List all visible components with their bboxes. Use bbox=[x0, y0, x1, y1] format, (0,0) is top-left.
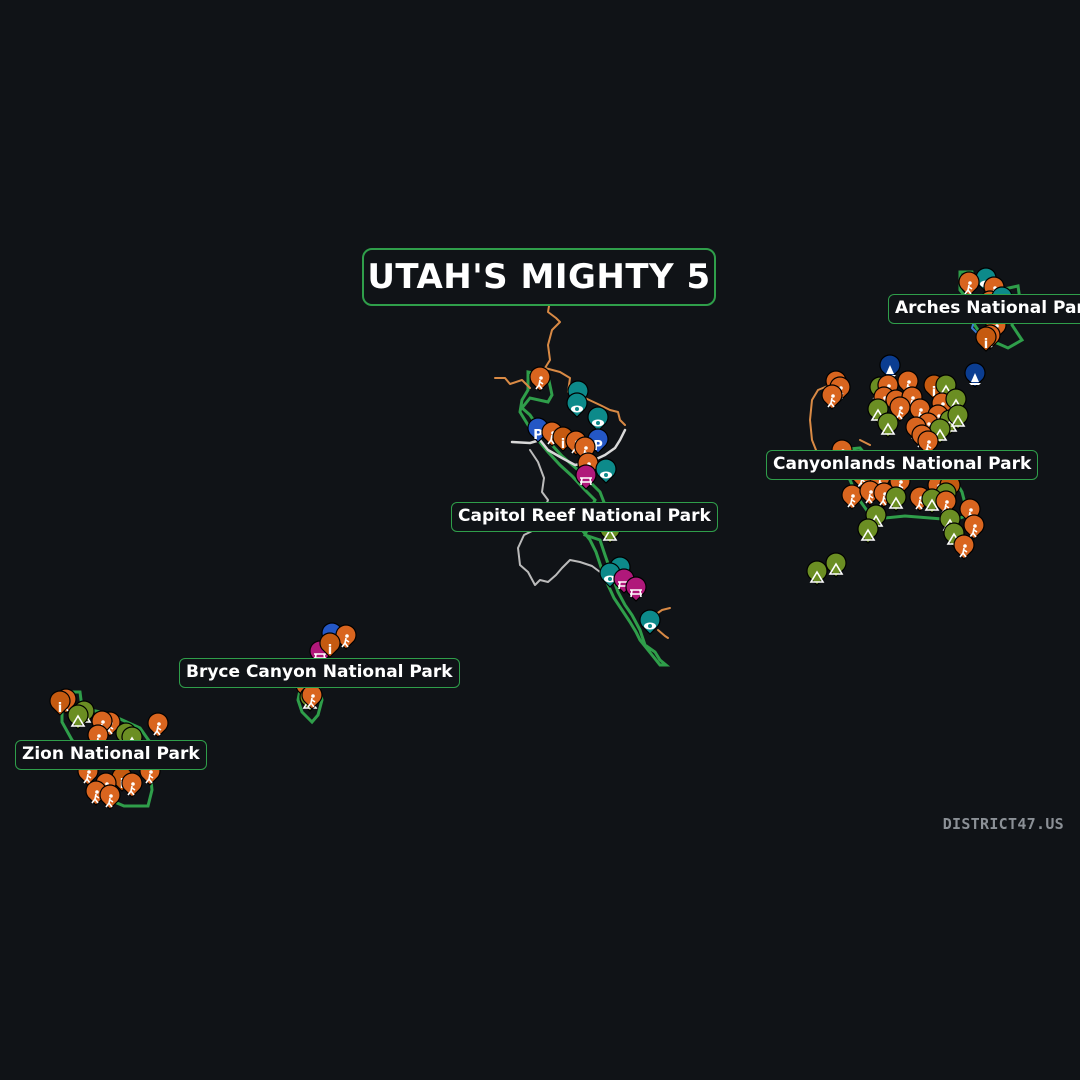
hiker-icon[interactable] bbox=[953, 534, 975, 560]
trail-capitol-south2 bbox=[657, 629, 669, 639]
hiker-icon[interactable] bbox=[821, 384, 843, 410]
viewpoint-icon[interactable] bbox=[587, 406, 609, 432]
trail-canyonlands-east bbox=[859, 439, 871, 446]
poi-markers: iiiPiPPiii bbox=[49, 267, 1013, 810]
capitol-reef-boundary bbox=[518, 370, 671, 667]
trail-north bbox=[539, 297, 626, 426]
boat-launch-icon[interactable] bbox=[964, 362, 986, 388]
credit-watermark: DISTRICT47.US bbox=[942, 815, 1064, 833]
map-title: UTAH'S MIGHTY 5 bbox=[362, 248, 716, 306]
picnic-icon[interactable] bbox=[625, 576, 647, 602]
hiker-icon[interactable] bbox=[335, 624, 357, 650]
svg-text:i: i bbox=[58, 701, 62, 716]
label-arches[interactable]: Arches National Park bbox=[888, 294, 1080, 324]
hiker-icon[interactable] bbox=[963, 514, 985, 540]
hiker-icon[interactable] bbox=[529, 366, 551, 392]
hiker-icon[interactable] bbox=[121, 772, 143, 798]
info-icon[interactable]: i bbox=[319, 632, 341, 658]
svg-text:P: P bbox=[533, 428, 543, 443]
hiker-icon[interactable] bbox=[958, 271, 980, 297]
hiker-icon[interactable] bbox=[859, 480, 881, 506]
campground-icon[interactable] bbox=[857, 518, 879, 544]
viewpoint-icon[interactable] bbox=[639, 609, 661, 635]
park-boundaries bbox=[60, 270, 1025, 808]
label-zion[interactable]: Zion National Park bbox=[15, 740, 207, 770]
hiker-icon[interactable] bbox=[99, 784, 121, 810]
campground-icon[interactable] bbox=[67, 704, 89, 730]
svg-text:i: i bbox=[561, 437, 565, 452]
hiker-icon[interactable] bbox=[841, 484, 863, 510]
viewpoint-icon[interactable] bbox=[595, 458, 617, 484]
svg-text:i: i bbox=[328, 643, 332, 658]
campground-icon[interactable] bbox=[825, 552, 847, 578]
label-capitol-reef[interactable]: Capitol Reef National Park bbox=[451, 502, 718, 532]
svg-text:i: i bbox=[984, 337, 988, 352]
viewpoint-icon[interactable] bbox=[566, 392, 588, 418]
boat-launch-icon[interactable] bbox=[879, 354, 901, 380]
campground-icon[interactable] bbox=[877, 412, 899, 438]
picnic-icon[interactable] bbox=[575, 464, 597, 490]
label-canyonlands[interactable]: Canyonlands National Park bbox=[766, 450, 1039, 480]
hiker-icon[interactable] bbox=[147, 712, 169, 738]
scenic-road bbox=[517, 449, 607, 586]
hiker-icon[interactable] bbox=[889, 396, 911, 422]
trail-west bbox=[494, 377, 531, 389]
label-bryce-canyon[interactable]: Bryce Canyon National Park bbox=[179, 658, 460, 688]
campground-icon[interactable] bbox=[885, 486, 907, 512]
svg-text:P: P bbox=[593, 439, 603, 454]
campground-icon[interactable] bbox=[947, 404, 969, 430]
info-icon[interactable]: i bbox=[49, 690, 71, 716]
campground-icon[interactable] bbox=[806, 560, 828, 586]
info-icon[interactable]: i bbox=[975, 326, 997, 352]
svg-text:i: i bbox=[932, 385, 936, 400]
